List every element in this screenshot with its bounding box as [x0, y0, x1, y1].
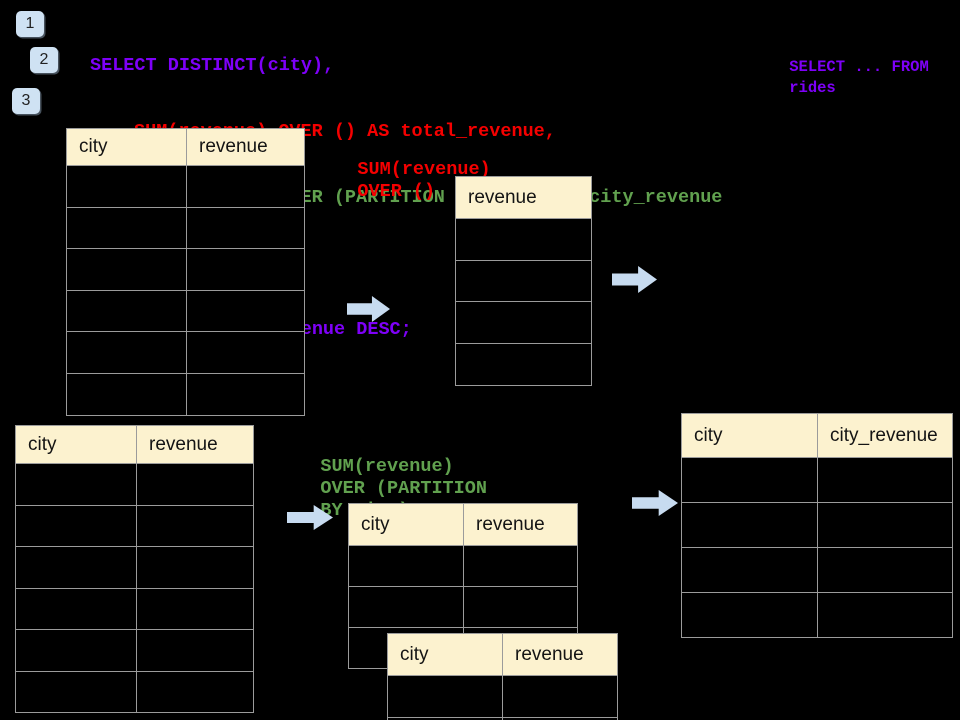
table-cell — [818, 548, 953, 593]
table-cell — [349, 587, 464, 628]
table-cell — [137, 671, 254, 713]
table-cell — [682, 593, 818, 638]
table-cell — [16, 588, 137, 630]
table-cell — [187, 332, 305, 374]
table-cell — [16, 547, 137, 589]
table-cell — [456, 219, 592, 261]
sql-line-select: SELECT DISTINCT(city), — [90, 55, 335, 76]
table-cell — [818, 503, 953, 548]
table-cell — [388, 676, 503, 718]
column-header-revenue: revenue — [464, 504, 578, 546]
table-cell — [187, 166, 305, 208]
table-cell — [187, 290, 305, 333]
flow-arrow-right-icon — [632, 490, 678, 516]
column-header-city: city — [349, 504, 464, 546]
table-cell — [187, 249, 305, 291]
table-cell — [67, 332, 187, 374]
table-cell — [187, 207, 305, 250]
table-cell — [818, 593, 953, 638]
table-cell — [503, 676, 618, 718]
context-note: SELECT ... FROM rides — [752, 36, 929, 120]
table-cell — [67, 290, 187, 333]
table-cell — [818, 458, 953, 503]
table-rides-source-top: city revenue — [66, 128, 305, 416]
table-cell — [388, 718, 503, 720]
column-header-city: city — [67, 129, 187, 166]
context-note-line1: SELECT ... FROM — [789, 58, 929, 76]
table-cell — [137, 464, 254, 506]
annotation-partition-line1: SUM(revenue) — [320, 456, 454, 477]
table-cell — [16, 671, 137, 713]
step-badge-2: 2 — [30, 47, 58, 73]
table-total-revenue-result: revenue — [455, 176, 592, 386]
table-cell — [137, 588, 254, 630]
column-header-city: city — [682, 414, 818, 458]
step-badge-1: 1 — [16, 11, 44, 37]
column-header-revenue: revenue — [503, 634, 618, 676]
table-cell — [187, 373, 305, 416]
table-cell — [16, 505, 137, 547]
annotation-partition-line2: OVER (PARTITION — [320, 478, 487, 499]
table-cell — [682, 458, 818, 503]
table-cell — [456, 260, 592, 303]
column-header-revenue: revenue — [187, 129, 305, 166]
table-city-revenue-result: city city_revenue — [681, 413, 953, 638]
table-cell — [137, 547, 254, 589]
table-cell — [16, 630, 137, 672]
table-cell — [16, 464, 137, 506]
column-header-city: city — [388, 634, 503, 676]
table-cell — [682, 548, 818, 593]
column-header-revenue: revenue — [456, 177, 592, 219]
table-cell — [456, 344, 592, 386]
table-cell — [67, 249, 187, 291]
table-cell — [503, 718, 618, 720]
step-badge-3: 3 — [12, 88, 40, 114]
table-cell — [464, 587, 578, 628]
table-partition-group-2: city revenue — [387, 633, 618, 720]
table-cell — [67, 166, 187, 208]
table-cell — [349, 546, 464, 587]
table-rides-source-bottom: city revenue — [15, 425, 254, 713]
annotation-total-window: SUM(revenue) OVER () — [313, 137, 491, 225]
annotation-total-line2: OVER () — [357, 181, 436, 202]
table-cell — [137, 630, 254, 672]
table-cell — [67, 207, 187, 250]
table-cell — [456, 302, 592, 345]
table-cell — [67, 373, 187, 416]
column-header-revenue: revenue — [137, 426, 254, 464]
annotation-total-line1: SUM(revenue) — [357, 159, 491, 180]
column-header-city-revenue: city_revenue — [818, 414, 953, 458]
table-cell — [137, 505, 254, 547]
table-cell — [464, 546, 578, 587]
column-header-city: city — [16, 426, 137, 464]
context-note-line2: rides — [789, 79, 836, 97]
table-cell — [682, 503, 818, 548]
